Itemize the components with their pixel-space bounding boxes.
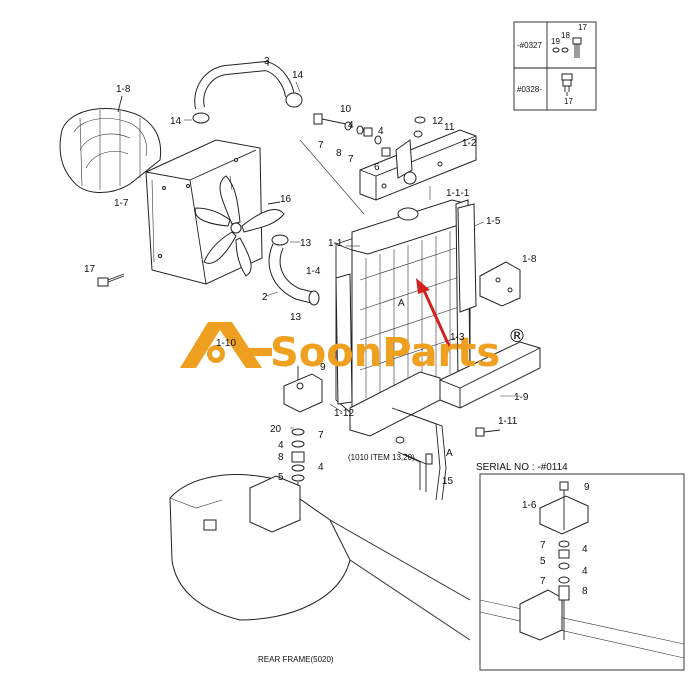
red-arrow-pointer	[416, 278, 452, 349]
callout-12: 12	[432, 116, 444, 127]
fan-guard	[59, 95, 162, 194]
callout-5: 5	[278, 472, 284, 483]
callout-8: 8	[278, 452, 284, 463]
callout-3: 3	[264, 56, 270, 67]
top-bracket	[359, 129, 477, 201]
drain-line	[391, 407, 447, 501]
hose-clamp	[308, 290, 320, 306]
inset-callout-4: 4	[582, 566, 588, 577]
callout-1-5: 1-5	[486, 216, 501, 227]
watermark-text: SoonParts	[270, 330, 500, 376]
radiator-core-fins	[359, 231, 463, 398]
callout-8: 8	[336, 148, 342, 159]
callout-1-3: 1-3	[450, 332, 465, 343]
hose-clamp	[285, 92, 303, 108]
callout-1-10: 1-10	[216, 338, 236, 349]
inset-callout-5: 5	[540, 556, 546, 567]
mount-base	[283, 371, 441, 437]
callout-14: 14	[170, 116, 182, 127]
callout-1-2: 1-2	[462, 138, 477, 149]
callout-6: 6	[374, 162, 380, 173]
callout-1-9: 1-9	[514, 392, 529, 403]
rear-frame-label: REAR FRAME(5020)	[258, 655, 334, 664]
callout-9: 9	[320, 362, 326, 373]
label-17a: 17	[578, 23, 587, 32]
bolt-icon	[97, 273, 125, 287]
callout-13: 13	[290, 312, 302, 323]
callout-4: 4	[348, 120, 354, 131]
fitting-icon	[561, 73, 573, 96]
bolt-icon	[572, 37, 582, 58]
callout-7: 7	[318, 430, 324, 441]
soonparts-logo-icon	[180, 322, 272, 368]
callout-16: 16	[280, 194, 292, 205]
soonparts-watermark: SoonParts ®	[180, 322, 526, 376]
radiator	[335, 199, 477, 415]
side-bracket	[479, 261, 521, 307]
hose-clamp	[271, 234, 289, 246]
callout-20: 20	[270, 424, 282, 435]
serial-inset	[479, 473, 685, 671]
inset-callout-9: 9	[584, 482, 590, 493]
callouts: 1-8 14 3 14 10 4 7 8 4 7 6 12 11 1-2 1-7…	[84, 56, 537, 664]
note-1010: (1010 ITEM 13,20)	[348, 453, 415, 462]
callout-4: 4	[318, 462, 324, 473]
serial-variant-table: -#0327 #0328- 19 18 17 17	[513, 21, 597, 111]
label-18: 18	[561, 31, 570, 40]
bolt-set	[313, 113, 426, 157]
fan-blades	[194, 175, 285, 277]
label-19: 19	[551, 37, 560, 46]
callout-1-1: 1-1	[328, 238, 343, 249]
serial-inset-labels: SERIAL NO : -#0114 9 1-6 7 4 5 4 7 8	[476, 462, 590, 597]
bolt-icon	[475, 427, 501, 437]
callout-1-11: 1-11	[498, 416, 518, 427]
callout-17: 17	[84, 264, 96, 275]
callout-1-12: 1-12	[334, 408, 354, 419]
callout-13: 13	[300, 238, 312, 249]
callout-7: 7	[318, 140, 324, 151]
callout-10: 10	[340, 104, 352, 115]
callout-1-4: 1-4	[306, 266, 321, 277]
radiator-cap	[397, 207, 419, 221]
inset-callout-1-6: 1-6	[522, 500, 537, 511]
washer-icon	[561, 47, 569, 53]
callout-A: A	[446, 448, 453, 459]
row2-serial: #0328-	[517, 85, 542, 94]
callout-2: 2	[262, 292, 268, 303]
upper-hose	[192, 60, 303, 124]
callout-A: A	[398, 298, 405, 309]
row1-serial: -#0327	[517, 41, 542, 50]
leader-lines	[184, 81, 520, 429]
inset-callout-4: 4	[582, 544, 588, 555]
callout-7: 7	[348, 154, 354, 165]
registered-mark: ®	[508, 326, 526, 347]
serial-inset-title: SERIAL NO : -#0114	[476, 462, 568, 473]
callout-11: 11	[444, 122, 455, 133]
label-17b: 17	[564, 97, 573, 106]
callout-4: 4	[278, 440, 284, 451]
lower-hose	[268, 234, 320, 306]
callout-1-1-1: 1-1-1	[446, 188, 470, 199]
callout-15: 15	[442, 476, 454, 487]
inset-callout-7: 7	[540, 540, 546, 551]
inset-callout-7: 7	[540, 576, 546, 587]
callout-1-8: 1-8	[116, 84, 131, 95]
callout-4: 4	[378, 126, 384, 137]
washer-icon	[552, 47, 560, 53]
callout-1-8: 1-8	[522, 254, 537, 265]
mount-stack	[291, 366, 305, 500]
inset-callout-8: 8	[582, 586, 588, 597]
hose-clamp	[192, 112, 210, 124]
callout-14: 14	[292, 70, 304, 81]
callout-1-7: 1-7	[114, 198, 129, 209]
rear-frame	[169, 474, 471, 641]
